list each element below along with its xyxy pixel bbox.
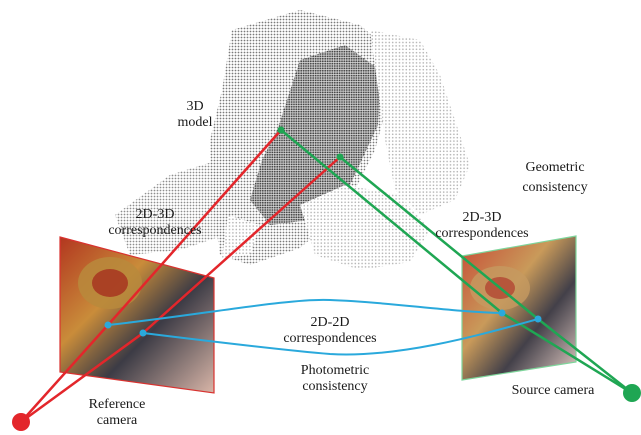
- model-point-2: [337, 154, 344, 161]
- label-photometric-consistency: Photometricconsistency: [270, 363, 400, 395]
- label-2d-2d-correspondences: 2D-2Dcorrespondences: [255, 315, 405, 347]
- model-point-1: [278, 127, 285, 134]
- label-2d-3d-correspondences-right: 2D-3Dcorrespondences: [412, 210, 552, 242]
- reference-pixel-1: [105, 322, 112, 329]
- label-source-camera: Source camera: [488, 383, 618, 399]
- reference-camera-center: [12, 413, 30, 431]
- source-camera-center: [623, 384, 641, 402]
- reference-pixel-2: [140, 330, 147, 337]
- label-geometric-consistency: Geometricconsistency: [500, 158, 610, 198]
- source-pixel-1: [499, 310, 506, 317]
- label-reference-camera: Referencecamera: [62, 397, 172, 429]
- label-3d-model: 3Dmodel: [155, 99, 235, 131]
- source-pixel-2: [535, 316, 542, 323]
- source-image-frame: [462, 236, 576, 380]
- label-2d-3d-correspondences-left: 2D-3Dcorrespondences: [85, 207, 225, 239]
